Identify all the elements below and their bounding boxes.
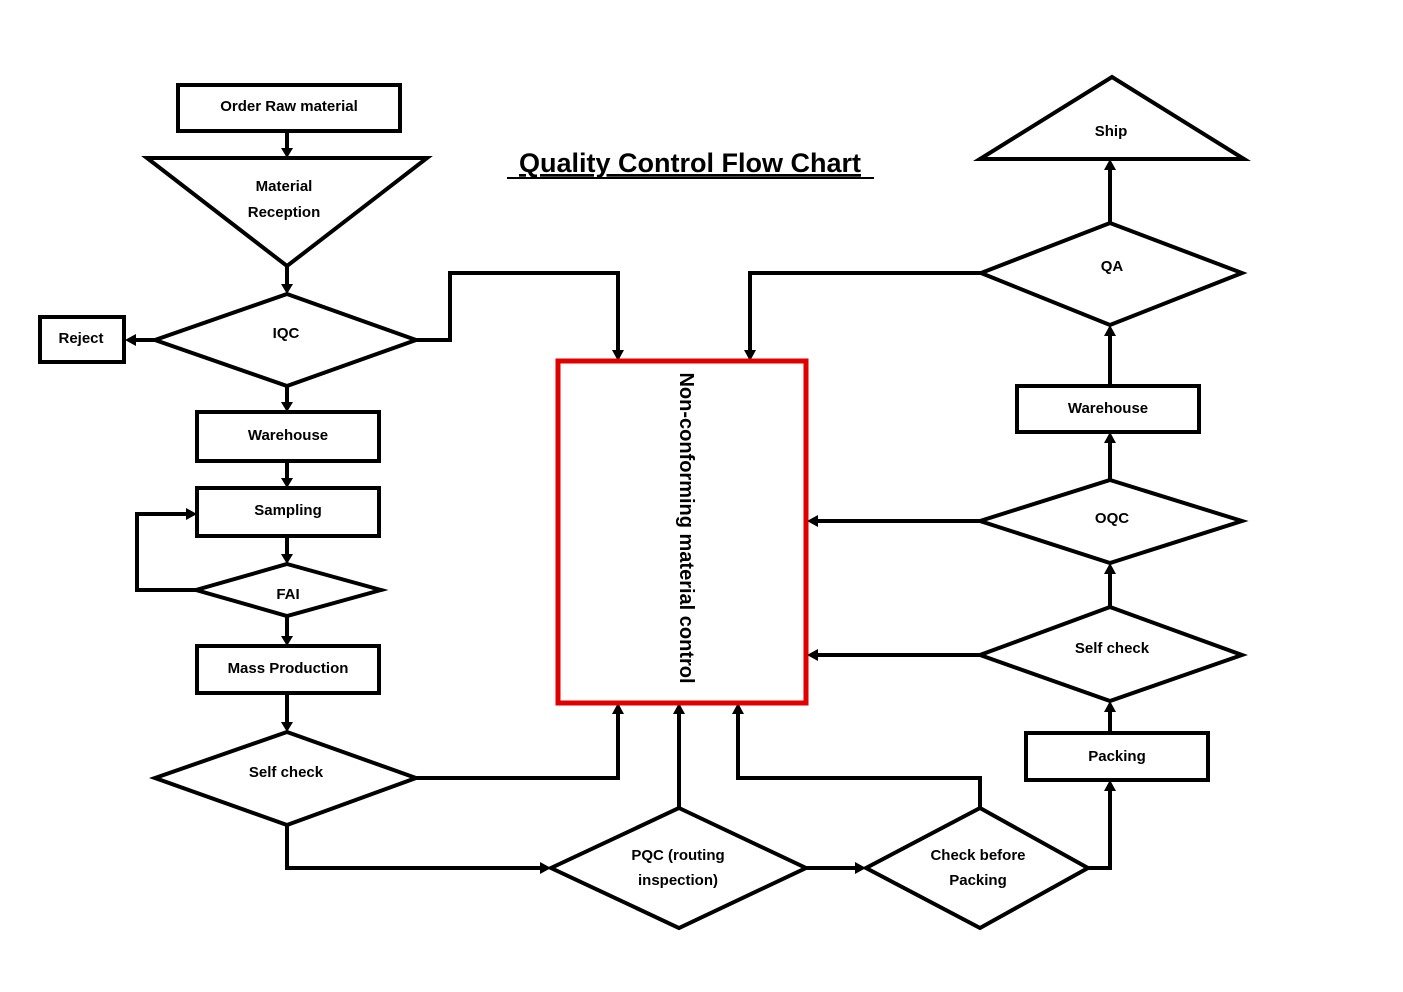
- arrowhead: [540, 862, 551, 874]
- node-fai: FAI: [188, 561, 389, 619]
- arrowhead: [855, 862, 866, 874]
- qa-label: QA: [1101, 258, 1124, 275]
- connectors: [125, 131, 1116, 874]
- self-check-left-label: Self check: [249, 764, 324, 781]
- arrowhead: [673, 703, 685, 714]
- arrowhead: [281, 402, 293, 412]
- oqc-label: OQC: [1095, 510, 1129, 527]
- node-check-before-packing: Check before Packing: [861, 805, 1093, 931]
- arrowhead: [281, 636, 293, 646]
- arrowhead: [612, 703, 624, 714]
- node-qa: QA: [975, 220, 1248, 328]
- node-sampling: Sampling: [195, 486, 381, 538]
- check-before-packing-label-line2: Packing: [949, 872, 1007, 889]
- arrowhead: [732, 703, 744, 714]
- arrowhead: [744, 350, 756, 361]
- pqc-label-line2: inspection): [638, 872, 718, 889]
- pqc-label-line1: PQC (routing: [631, 847, 724, 864]
- connector-self-check-to-pqc: [285, 825, 542, 870]
- ship-label: Ship: [1095, 123, 1128, 140]
- arrowhead: [1104, 780, 1116, 791]
- node-self-check-left: Self check: [148, 729, 422, 828]
- node-packing: Packing: [1024, 731, 1210, 782]
- iqc-label: IQC: [273, 325, 300, 342]
- node-mass-production: Mass Production: [195, 644, 381, 695]
- node-self-check-right: Self check: [974, 604, 1248, 704]
- connector-self-check-left-to-non-conforming: [416, 712, 620, 780]
- node-pqc: PQC (routing inspection): [546, 805, 811, 931]
- non-conforming-label: Non-conforming material control: [675, 372, 697, 683]
- node-oqc: OQC: [973, 477, 1249, 566]
- connector-check-before-packing-to-packing: [1088, 789, 1112, 870]
- connector-qa-to-non-conforming: [748, 271, 981, 352]
- connector-check-before-packing-to-non-conforming: [736, 712, 982, 808]
- warehouse-in-label: Warehouse: [248, 427, 328, 444]
- material-reception-label-line1: Material: [256, 178, 313, 195]
- sampling-label: Sampling: [254, 502, 322, 519]
- arrowhead: [1104, 432, 1116, 443]
- order-raw-material-label: Order Raw material: [220, 98, 358, 115]
- node-iqc: IQC: [148, 291, 422, 389]
- packing-label: Packing: [1088, 748, 1146, 765]
- material-reception-label-line2: Reception: [248, 204, 321, 221]
- warehouse-out-label: Warehouse: [1068, 400, 1148, 417]
- check-before-packing-label-line1: Check before: [930, 847, 1025, 864]
- arrowhead: [807, 649, 818, 661]
- arrowhead: [281, 722, 293, 732]
- arrowhead: [281, 554, 293, 564]
- mass-production-label: Mass Production: [228, 660, 349, 677]
- arrowhead: [1104, 563, 1116, 574]
- arrowhead: [1104, 325, 1116, 336]
- node-warehouse-out: Warehouse: [1015, 384, 1201, 434]
- chart-title: Quality Control Flow Chart: [519, 148, 861, 178]
- arrowhead: [1104, 701, 1116, 712]
- arrowhead: [281, 148, 293, 158]
- arrowhead: [186, 508, 197, 520]
- arrowhead: [125, 334, 136, 346]
- node-material-reception: Material Reception: [141, 156, 433, 269]
- node-ship: Ship: [972, 74, 1252, 161]
- arrowhead: [281, 478, 293, 488]
- arrowhead: [1104, 159, 1116, 170]
- self-check-right-label: Self check: [1075, 640, 1150, 657]
- connector-fai-loop-back: [135, 512, 196, 592]
- node-reject: Reject: [38, 315, 126, 364]
- node-order-raw-material: Order Raw material: [176, 83, 402, 133]
- reject-label: Reject: [58, 330, 103, 347]
- connector-iqc-to-non-conforming: [416, 271, 620, 352]
- node-non-conforming-material-control: Non-conforming material control: [555, 358, 809, 706]
- arrowhead: [807, 515, 818, 527]
- fai-label: FAI: [276, 586, 299, 603]
- arrowhead: [281, 284, 293, 294]
- arrowhead: [612, 350, 624, 361]
- node-warehouse-in: Warehouse: [195, 410, 381, 463]
